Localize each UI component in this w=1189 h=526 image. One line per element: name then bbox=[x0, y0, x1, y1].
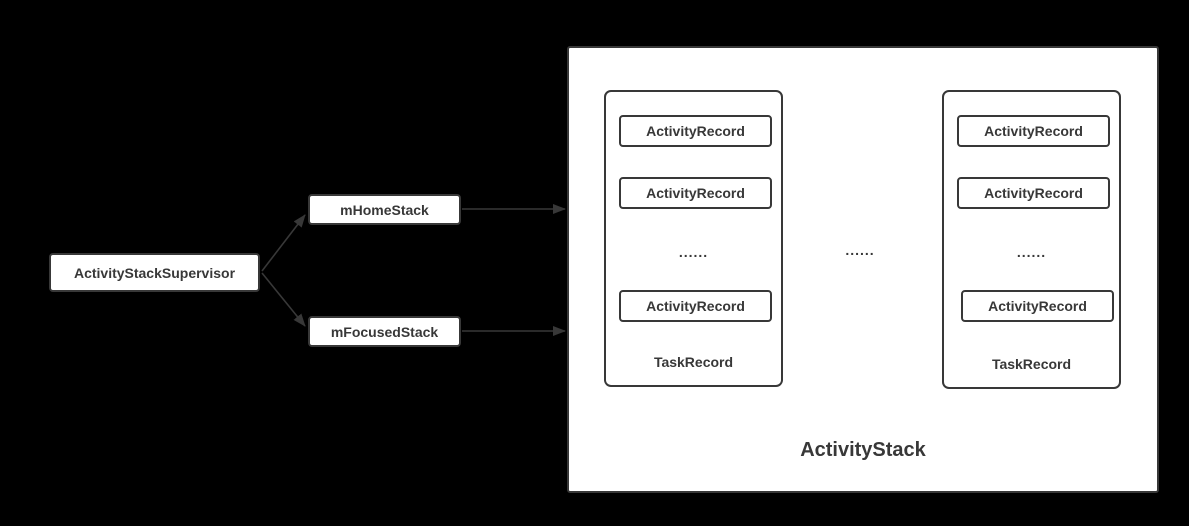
mhomestack-label: mHomeStack bbox=[340, 201, 429, 218]
activity-record-label: ActivityRecord bbox=[646, 123, 745, 139]
arrow-supervisor-to-homestack bbox=[261, 214, 306, 272]
mhomestack-node: mHomeStack bbox=[308, 194, 461, 225]
activity-stack-supervisor-label: ActivityStackSupervisor bbox=[73, 264, 236, 281]
task-record-label: TaskRecord bbox=[653, 354, 734, 370]
activity-record-label: ActivityRecord bbox=[646, 185, 745, 201]
ellipsis-text: ...... bbox=[678, 244, 709, 260]
activity-record-label: ActivityRecord bbox=[984, 185, 1083, 201]
activity-record-label: ActivityRecord bbox=[988, 298, 1087, 314]
activity-stack-supervisor-node: ActivityStackSupervisor bbox=[49, 253, 260, 292]
activity-record-node: ActivityRecord bbox=[957, 177, 1110, 209]
task-record-label: TaskRecord bbox=[991, 356, 1072, 372]
arrow-supervisor-to-focusedstack bbox=[261, 272, 306, 327]
activity-record-node: ActivityRecord bbox=[957, 115, 1110, 147]
ellipsis-text: ...... bbox=[845, 242, 875, 258]
task-record-node: ActivityRecord ActivityRecord ...... Act… bbox=[604, 90, 783, 387]
mfocusedstack-node: mFocusedStack bbox=[308, 316, 461, 347]
activity-record-label: ActivityRecord bbox=[646, 298, 745, 314]
activity-record-node: ActivityRecord bbox=[961, 290, 1114, 322]
activity-record-node: ActivityRecord bbox=[619, 290, 772, 322]
activity-stack-label: ActivityStack bbox=[800, 439, 926, 461]
activity-record-node: ActivityRecord bbox=[619, 177, 772, 209]
mfocusedstack-label: mFocusedStack bbox=[330, 323, 439, 340]
activity-record-label: ActivityRecord bbox=[984, 123, 1083, 139]
activity-record-node: ActivityRecord bbox=[619, 115, 772, 147]
ellipsis-text: ...... bbox=[1016, 244, 1047, 260]
task-record-node: ActivityRecord ActivityRecord ...... Act… bbox=[942, 90, 1121, 389]
